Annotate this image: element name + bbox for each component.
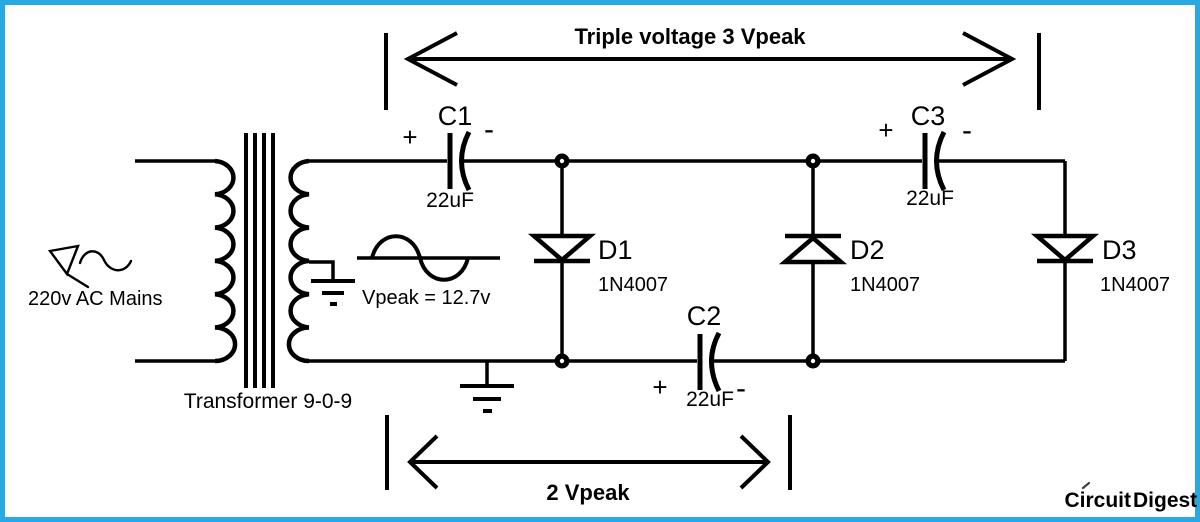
d2-part-number: 1N4007 bbox=[850, 274, 920, 296]
d2-ref: D2 bbox=[850, 235, 885, 265]
mains-label: 220v AC Mains bbox=[28, 288, 163, 310]
d1-part-number: 1N4007 bbox=[598, 274, 668, 296]
junction-dot-center bbox=[559, 158, 565, 164]
vpeak-label: Vpeak = 12.7v bbox=[362, 287, 490, 309]
d3-part-number: 1N4007 bbox=[1100, 274, 1170, 296]
c3-plus-sign: + bbox=[878, 115, 893, 145]
c1-plus-sign: + bbox=[402, 122, 417, 152]
sine-wave-icon bbox=[370, 234, 470, 282]
c1-minus-sign: - bbox=[484, 113, 494, 146]
logo-word-digest: Digest bbox=[1133, 489, 1197, 512]
top-span-arrowhead-left bbox=[403, 31, 458, 87]
c2-minus-sign: - bbox=[736, 372, 746, 405]
mains-plug-icon bbox=[47, 244, 80, 277]
c2-plate-negative bbox=[709, 331, 722, 393]
d1-ref: D1 bbox=[598, 235, 633, 265]
junction-dots bbox=[554, 153, 821, 369]
junction-dot-center bbox=[559, 358, 565, 364]
top-span-arrowhead-right bbox=[962, 31, 1017, 87]
logo-word-circuit: Circuit bbox=[1064, 489, 1131, 512]
c1-plate-negative bbox=[459, 130, 472, 192]
d3-ref: D3 bbox=[1102, 235, 1137, 265]
center-tap-ground-icon bbox=[311, 279, 355, 306]
center-tap-wire bbox=[309, 260, 335, 281]
c2-plus-sign: + bbox=[652, 372, 667, 402]
d1-diode-symbol bbox=[527, 233, 597, 263]
primary-coil bbox=[214, 158, 238, 364]
bottom-span-arrowhead-right bbox=[739, 434, 771, 490]
junction-dot-center bbox=[810, 158, 816, 164]
c2-ref: C2 bbox=[687, 301, 722, 331]
c1-ref: C1 bbox=[438, 101, 473, 131]
c2-value: 22uF bbox=[686, 388, 734, 411]
transformer-label: Transformer 9-0-9 bbox=[184, 390, 352, 413]
c3-value: 22uF bbox=[906, 187, 954, 210]
bottom-ground-icon bbox=[460, 384, 514, 413]
logo-accent-mark bbox=[1081, 481, 1091, 490]
mains-plug-tail bbox=[65, 272, 90, 289]
d3-diode-symbol bbox=[1030, 233, 1100, 263]
transformer-core bbox=[244, 133, 275, 388]
c1-value: 22uF bbox=[426, 189, 474, 212]
c3-ref: C3 bbox=[911, 101, 946, 131]
d2-diode-symbol bbox=[778, 235, 848, 265]
secondary-coil bbox=[286, 158, 310, 364]
ac-wave-icon bbox=[78, 250, 133, 272]
bottom-span-label: 2 Vpeak bbox=[546, 480, 630, 505]
top-span-label: Triple voltage 3 Vpeak bbox=[574, 24, 806, 49]
c3-minus-sign: - bbox=[962, 114, 972, 147]
bottom-span-arrowhead-left bbox=[407, 434, 439, 490]
c3-plate-negative bbox=[934, 130, 947, 192]
junction-dot-center bbox=[810, 358, 816, 364]
